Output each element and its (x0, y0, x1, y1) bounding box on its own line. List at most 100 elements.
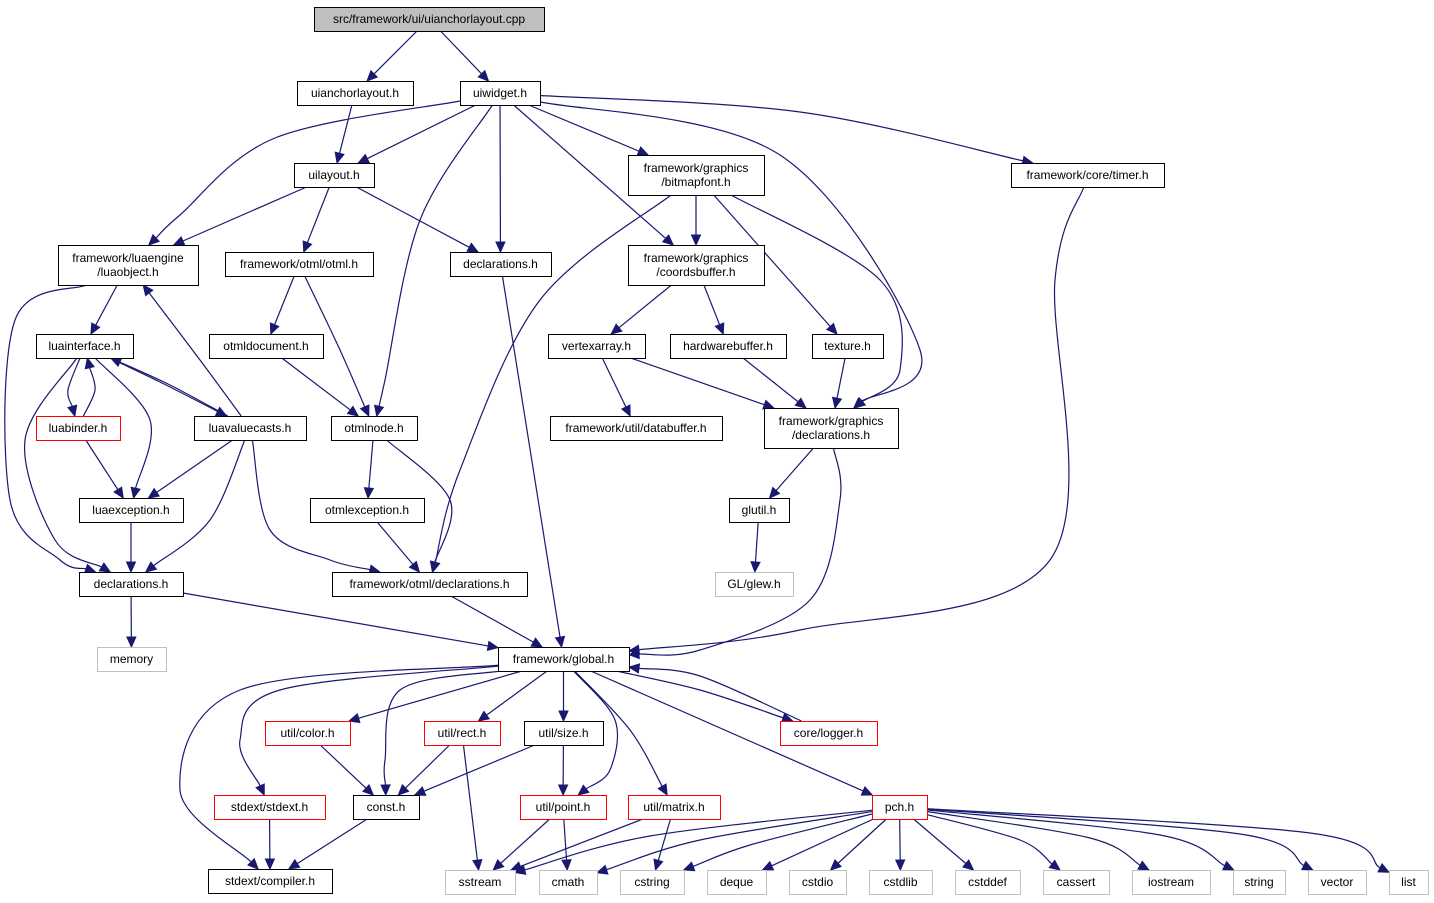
node-bitmapfont-h[interactable]: framework/graphics/bitmapfont.h (628, 155, 765, 196)
node-cstddef[interactable]: cstddef (955, 870, 1021, 895)
edge-bitmapfont_h-to-graphics_declarations_h (730, 194, 903, 403)
edge-uianchorlayout_cpp-to-uianchorlayout_h (373, 30, 418, 75)
node-vector[interactable]: vector (1308, 870, 1367, 895)
edge-uianchorlayout_cpp-to-uiwidget_h (440, 30, 482, 75)
edge-arrowhead-pch_h-to-list (1377, 862, 1391, 873)
node-luavaluecasts-h[interactable]: luavaluecasts.h (194, 416, 307, 441)
node-uianchorlayout-cpp[interactable]: src/framework/ui/uianchorlayout.cpp (314, 7, 545, 32)
node-ui-declarations-h[interactable]: declarations.h (450, 252, 552, 277)
edge-arrowhead-otmldocument_h-to-otmlnode_h (346, 405, 360, 417)
node-color-h[interactable]: util/color.h (265, 721, 351, 746)
node-global-h[interactable]: framework/global.h (498, 647, 630, 672)
node-otmlnode-h[interactable]: otmlnode.h (331, 416, 418, 441)
node-label: cstring (634, 875, 669, 889)
node-label: const.h (367, 800, 406, 814)
edge-global_h-to-rect_h (486, 670, 548, 716)
node-luabinder-h[interactable]: luabinder.h (36, 416, 121, 441)
edge-arrowhead-lua_declarations_h-to-memory (126, 636, 137, 649)
node-coordsbuffer-h[interactable]: framework/graphics/coordsbuffer.h (628, 245, 765, 286)
node-uiwidget-h[interactable]: uiwidget.h (460, 81, 541, 106)
edge-arrowhead-global_h-to-const_h (380, 784, 391, 797)
node-box (332, 572, 528, 597)
edge-arrowhead-uilayout_h-to-ui_declarations_h (466, 242, 480, 253)
node-box (194, 416, 307, 441)
node-cmath[interactable]: cmath (539, 870, 598, 895)
node-lua-declarations-h[interactable]: declarations.h (79, 572, 184, 597)
node-box (97, 647, 167, 672)
edge-arrowhead-bitmapfont_h-to-graphics_declarations_h (853, 397, 867, 409)
node-otmlexception-h[interactable]: otmlexception.h (310, 498, 425, 523)
node-point-h[interactable]: util/point.h (520, 795, 607, 820)
edge-matrix_h-to-sstream (520, 818, 644, 867)
node-label: util/rect.h (438, 726, 487, 740)
node-cstdlib[interactable]: cstdlib (869, 870, 933, 895)
node-list[interactable]: list (1389, 870, 1429, 895)
edge-luavaluecasts_h-to-lua_declarations_h (153, 439, 246, 567)
node-glutil-h[interactable]: glutil.h (729, 498, 790, 523)
edge-arrowhead-bitmapfont_h-to-coordsbuffer_h (690, 234, 702, 247)
node-texture-h[interactable]: texture.h (812, 334, 884, 359)
node-label: uilayout.h (308, 168, 359, 182)
node-luainterface-h[interactable]: luainterface.h (36, 334, 134, 359)
node-memory[interactable]: memory (97, 647, 167, 672)
edge-luaobject_h-to-lua_declarations_h (4, 284, 88, 570)
node-databuffer-h[interactable]: framework/util/databuffer.h (550, 416, 723, 441)
node-const-h[interactable]: const.h (353, 795, 420, 820)
node-box (209, 334, 324, 359)
edge-pch_h-to-string (926, 809, 1225, 867)
edge-arrowhead-rect_h-to-const_h (397, 783, 410, 796)
node-iostream[interactable]: iostream (1132, 870, 1211, 895)
node-cstdio[interactable]: cstdio (789, 870, 847, 895)
node-logger-h[interactable]: core/logger.h (780, 721, 878, 746)
node-size-h[interactable]: util/size.h (524, 721, 604, 746)
edge-arrowhead-uianchorlayout_h-to-uilayout_h (334, 151, 345, 165)
edge-pch_h-to-iostream (926, 810, 1141, 866)
edge-luavaluecasts_h-to-luaexception_h (156, 439, 233, 493)
node-vertexarray-h[interactable]: vertexarray.h (548, 334, 646, 359)
edge-otmlnode_h-to-otml_declarations_h (386, 439, 453, 563)
node-timer-h[interactable]: framework/core/timer.h (1011, 163, 1165, 188)
node-label: string (1244, 875, 1273, 889)
edge-arrowhead-global_h-to-stdext_h (255, 783, 265, 797)
edge-arrowhead-luaexception_h-to-lua_declarations_h (125, 561, 137, 574)
node-deque[interactable]: deque (707, 870, 767, 895)
node-pch-h[interactable]: pch.h (872, 795, 928, 820)
edge-luabinder_h-to-luaexception_h (85, 439, 119, 490)
node-label: luabinder.h (49, 421, 108, 435)
node-compiler-h[interactable]: stdext/compiler.h (208, 869, 333, 894)
node-otml-h[interactable]: framework/otml/otml.h (225, 252, 374, 277)
edge-texture_h-to-graphics_declarations_h (836, 357, 846, 399)
node-box (79, 572, 184, 597)
node-box (79, 498, 184, 523)
node-luaobject-h[interactable]: framework/luaengine/luaobject.h (58, 245, 199, 286)
node-rect-h[interactable]: util/rect.h (424, 721, 501, 746)
node-hardwarebuffer-h[interactable]: hardwarebuffer.h (670, 334, 787, 359)
node-cassert[interactable]: cassert (1043, 870, 1110, 895)
node-luaexception-h[interactable]: luaexception.h (79, 498, 184, 523)
edge-global_h-to-compiler_h (179, 664, 499, 863)
node-label: framework/core/timer.h (1026, 168, 1148, 182)
edge-uianchorlayout_h-to-uilayout_h (338, 104, 353, 154)
node-stdext-h[interactable]: stdext/stdext.h (214, 795, 326, 820)
edge-global_h-to-const_h (383, 670, 501, 786)
node-sstream[interactable]: sstream (445, 870, 516, 895)
edge-arrowhead-otmlnode_h-to-otmlexception_h (363, 487, 375, 500)
node-otmldocument-h[interactable]: otmldocument.h (209, 334, 324, 359)
node-cstring[interactable]: cstring (620, 870, 685, 895)
node-glew-h[interactable]: GL/glew.h (715, 572, 794, 597)
edge-arrowhead-pch_h-to-cassert (1048, 859, 1061, 871)
node-string[interactable]: string (1233, 870, 1286, 895)
edge-luaobject_h-to-luainterface_h (95, 284, 118, 326)
node-matrix-h[interactable]: util/matrix.h (628, 795, 721, 820)
node-box (460, 81, 541, 106)
edge-arrowhead-global_h-to-size_h (558, 710, 569, 723)
node-uilayout-h[interactable]: uilayout.h (294, 163, 375, 188)
edge-arrowhead-pch_h-to-sstream (513, 864, 527, 875)
edge-otml_h-to-otmlnode_h (304, 275, 366, 408)
node-label: framework/luaengine (72, 251, 184, 265)
edge-luainterface_h-to-luavaluecasts_h (109, 357, 218, 412)
node-uianchorlayout-h[interactable]: uianchorlayout.h (297, 81, 414, 106)
node-otml-declarations-h[interactable]: framework/otml/declarations.h (332, 572, 528, 597)
node-box (314, 7, 545, 32)
node-graphics-declarations-h[interactable]: framework/graphics/declarations.h (764, 408, 899, 449)
